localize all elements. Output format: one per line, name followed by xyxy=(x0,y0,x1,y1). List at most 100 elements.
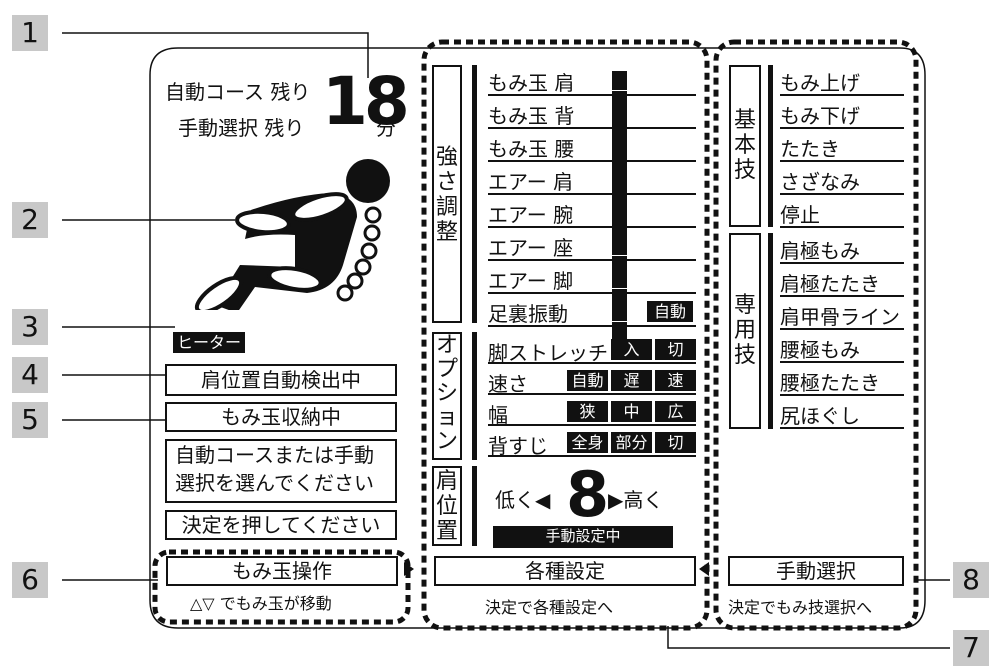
strength-section-bar xyxy=(472,65,477,323)
press-enter-message: 決定を押してください xyxy=(165,510,397,540)
choose-course-message: 自動コースまたは手動 選択を選んでください xyxy=(165,439,397,503)
options-label-char: ン xyxy=(435,429,458,454)
options-label-char: プ xyxy=(435,357,458,382)
strength-label-char: さ xyxy=(435,170,458,195)
callout-1: 1 xyxy=(12,15,48,51)
manual-select-remaining-label: 手動選択 残り xyxy=(178,116,305,140)
manual-select-hint: 決定でもみ技選択へ xyxy=(728,598,873,617)
strength-row-underline xyxy=(488,325,696,327)
strength-level-block xyxy=(612,322,627,341)
options-section-label: オ プ シ ョ ン xyxy=(433,334,461,454)
option-tag: 広 xyxy=(655,401,696,422)
shoulder-section-label: 肩 位 置 xyxy=(433,469,461,544)
option-tag: 入 xyxy=(611,339,652,360)
strength-row-underline xyxy=(488,127,696,129)
strength-level-block xyxy=(612,203,627,222)
special-technique-item: 尻ほぐし xyxy=(780,404,860,428)
special-section-frame xyxy=(729,233,761,429)
manual-select-label: 手動選択 xyxy=(728,556,904,586)
basic-section-bar xyxy=(768,65,773,227)
special-technique-underline xyxy=(780,394,904,396)
strength-level-block xyxy=(612,170,627,189)
basic-technique-underline xyxy=(780,226,904,228)
strength-label-char: 整 xyxy=(435,220,458,245)
option-row-underline xyxy=(488,424,696,426)
option-row-label: 幅 xyxy=(488,403,508,427)
massage-chair-icon xyxy=(194,159,390,310)
option-tag: 狭 xyxy=(567,401,608,422)
special-technique-underline xyxy=(780,361,904,363)
basic-section-frame xyxy=(729,65,761,227)
manual-setting-badge: 手動設定中 xyxy=(493,526,673,548)
shoulder-section-bar xyxy=(472,466,477,546)
callout-3: 3 xyxy=(12,309,48,345)
callout-7: 7 xyxy=(953,630,989,666)
basic-section-label: 基 本 技 xyxy=(731,108,759,183)
option-row-label: 速さ xyxy=(488,372,528,396)
callout-4: 4 xyxy=(12,357,48,393)
option-tag: 中 xyxy=(611,401,652,422)
ball-operation-hint: △▽ でもみ玉が移動 xyxy=(190,594,332,613)
strength-row-underline xyxy=(488,193,696,195)
shoulder-lower-label: 低く◀ xyxy=(495,488,551,512)
strength-row-label: エアー 肩 xyxy=(488,170,574,194)
option-row-underline xyxy=(488,362,696,364)
options-label-char: ョ xyxy=(435,405,458,430)
option-tag: 切 xyxy=(655,432,696,453)
shoulder-detect-message: 肩位置自動検出中 xyxy=(165,364,397,396)
callout-8: 8 xyxy=(953,562,989,598)
remaining-minutes-digits: 18 xyxy=(322,63,410,140)
special-technique-underline xyxy=(780,262,904,264)
strength-level-block xyxy=(612,104,627,123)
callout-6: 6 xyxy=(12,562,48,598)
basic-technique-item: もみ下げ xyxy=(780,104,860,128)
basic-label-char: 基 xyxy=(733,108,756,133)
callout-2: 2 xyxy=(12,202,48,238)
strength-section-frame xyxy=(432,65,462,323)
option-tag: 自動 xyxy=(567,370,608,391)
options-label-char: オ xyxy=(435,333,458,358)
strength-row-label: 足裏振動 xyxy=(488,302,568,326)
strength-label-char: 強 xyxy=(435,145,458,170)
callout-5: 5 xyxy=(12,402,48,438)
minutes-unit: 分 xyxy=(376,116,396,140)
strength-section-label: 強 さ 調 整 xyxy=(433,145,461,245)
settings-label: 各種設定 xyxy=(434,556,696,586)
special-label-char: 専 xyxy=(733,293,756,318)
shoulder-label-char: 肩 xyxy=(435,469,458,494)
special-technique-underline xyxy=(780,295,904,297)
strength-row-underline xyxy=(488,226,696,228)
ball-operation-label: もみ玉操作 xyxy=(166,556,398,586)
special-label-char: 用 xyxy=(733,318,756,343)
shoulder-position-digit: 8 xyxy=(566,458,610,531)
option-row-underline xyxy=(488,455,696,457)
strength-level-block xyxy=(612,71,627,90)
strength-mode-tag: 自動 xyxy=(647,301,693,322)
basic-technique-item: もみ上げ xyxy=(780,71,860,95)
strength-row-label: もみ玉 肩 xyxy=(488,71,575,95)
option-tag: 遅 xyxy=(611,370,652,391)
option-tag: 全身 xyxy=(567,432,608,453)
strength-row-label: エアー 脚 xyxy=(488,269,574,293)
special-label-char: 技 xyxy=(733,343,756,368)
basic-label-char: 本 xyxy=(733,133,756,158)
basic-technique-item: さざなみ xyxy=(780,170,860,194)
option-tag: 部分 xyxy=(611,432,652,453)
strength-level-block xyxy=(612,302,627,321)
strength-level-block xyxy=(612,236,627,255)
strength-level-indicator xyxy=(612,301,630,341)
special-technique-item: 腰極もみ xyxy=(780,338,860,362)
strength-label-char: 調 xyxy=(435,195,458,220)
ball-stowed-message: もみ玉収納中 xyxy=(165,402,397,432)
special-section-label: 専 用 技 xyxy=(731,293,759,368)
strength-level-block xyxy=(612,269,627,288)
shoulder-section-frame xyxy=(432,466,462,546)
auto-course-remaining-label: 自動コース 残り xyxy=(165,80,311,104)
option-row-label: 背すじ xyxy=(488,434,548,458)
basic-technique-item: 停止 xyxy=(780,203,820,227)
strength-row-label: エアー 座 xyxy=(488,236,574,260)
special-technique-item: 肩甲骨ライン xyxy=(780,305,900,329)
basic-technique-underline xyxy=(780,193,904,195)
special-section-bar xyxy=(768,233,773,429)
basic-technique-underline xyxy=(780,160,904,162)
